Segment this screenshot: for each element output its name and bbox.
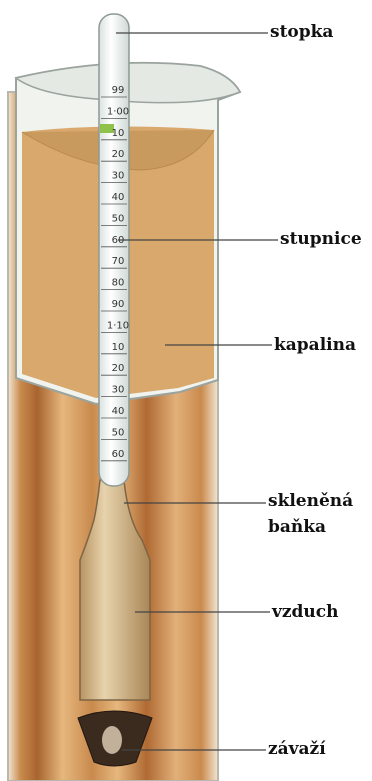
label-banka-line1: skleněná (268, 490, 353, 512)
scale-tick-label: 99 (112, 85, 125, 96)
scale-tick-label: 60 (112, 449, 125, 460)
scale-tick-label: 30 (112, 171, 125, 182)
label-stopka: stopka (270, 21, 333, 43)
label-banka-line2: baňka (268, 516, 326, 538)
scale-tick-label: 30 (112, 385, 125, 396)
scale-tick-label: 10 (112, 128, 125, 139)
label-vzduch: vzduch (272, 601, 339, 623)
scale-tick-label: 1·10 (107, 320, 129, 331)
scale-tick-label: 50 (112, 213, 125, 224)
scale-tick-label: 40 (112, 406, 125, 417)
label-zavazi: závaží (268, 738, 326, 760)
scale-tick-label: 90 (112, 299, 125, 310)
label-kapalina: kapalina (274, 334, 356, 356)
scale-tick-label: 10 (112, 342, 125, 353)
scale-tick-label: 80 (112, 278, 125, 289)
scale-tick-label: 1·00 (107, 106, 129, 117)
scale-tick-label: 20 (112, 363, 125, 374)
scale-tick-label: 20 (112, 149, 125, 160)
scale-tick-label: 70 (112, 256, 125, 267)
scale-tick-label: 50 (112, 427, 125, 438)
scale-tick-label: 40 (112, 192, 125, 203)
weight-highlight (102, 726, 122, 754)
label-stupnice: stupnice (280, 228, 362, 250)
